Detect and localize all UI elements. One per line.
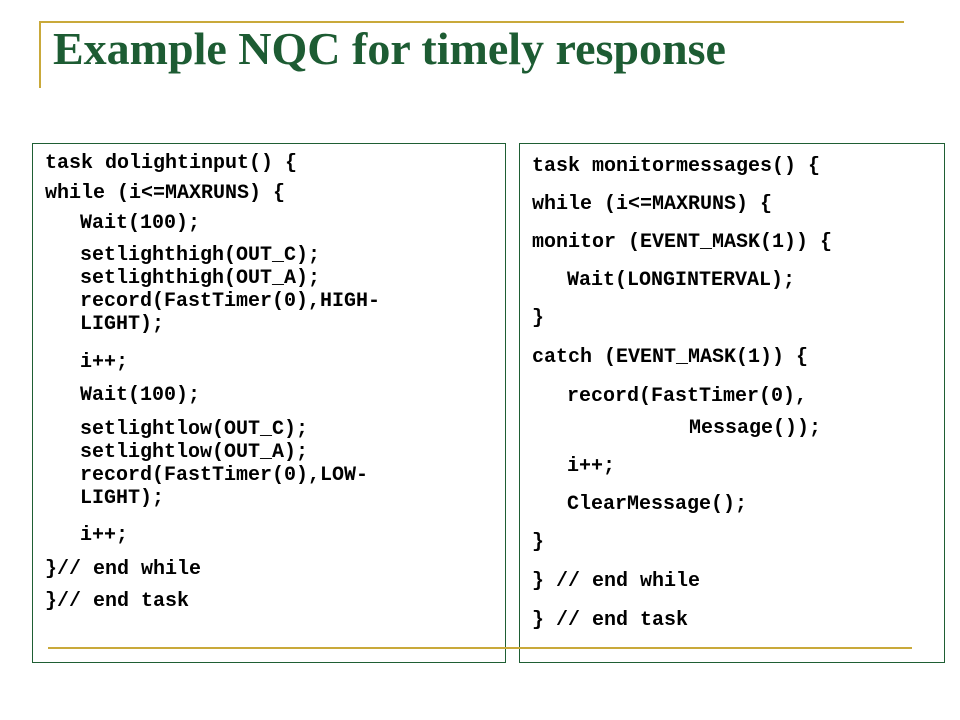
code-line: Wait(100); [80,384,201,407]
code-line: record(FastTimer(0),LOW- [80,464,369,487]
code-line: record(FastTimer(0),HIGH- [80,290,381,313]
code-line: } [532,307,545,330]
code-line: task dolightinput() { [45,152,298,175]
code-line: ClearMessage(); [567,493,748,516]
top-accent-line [40,21,904,23]
code-line: task monitormessages() { [532,155,821,178]
code-line: i++; [567,455,616,478]
code-line: setlighthigh(OUT_C); [80,244,321,267]
code-line: Message()); [689,417,822,440]
code-line: LIGHT); [80,313,165,336]
code-line: catch (EVENT_MASK(1)) { [532,346,809,369]
code-line: i++; [80,351,129,374]
code-line: } // end while [532,570,701,593]
code-line: Wait(100); [80,212,201,235]
code-line: Wait(LONGINTERVAL); [567,269,796,292]
code-line: } [532,531,545,554]
code-line: while (i<=MAXRUNS) { [45,182,286,205]
slide-title: Example NQC for timely response [53,23,726,74]
code-line: setlightlow(OUT_A); [80,441,309,464]
code-line: setlighthigh(OUT_A); [80,267,321,290]
code-line: } // end task [532,609,689,632]
code-line: }// end task [45,590,190,613]
code-line: setlightlow(OUT_C); [80,418,309,441]
bottom-accent-line [48,647,912,649]
left-accent-line [39,21,41,88]
code-line: monitor (EVENT_MASK(1)) { [532,231,833,254]
code-line: while (i<=MAXRUNS) { [532,193,773,216]
code-line: record(FastTimer(0), [567,385,808,408]
code-line: }// end while [45,558,202,581]
code-line: i++; [80,524,129,547]
left-code-box: task dolightinput() { while (i<=MAXRUNS)… [32,143,506,663]
code-line: LIGHT); [80,487,165,510]
right-code-box: task monitormessages() { while (i<=MAXRU… [519,143,945,663]
